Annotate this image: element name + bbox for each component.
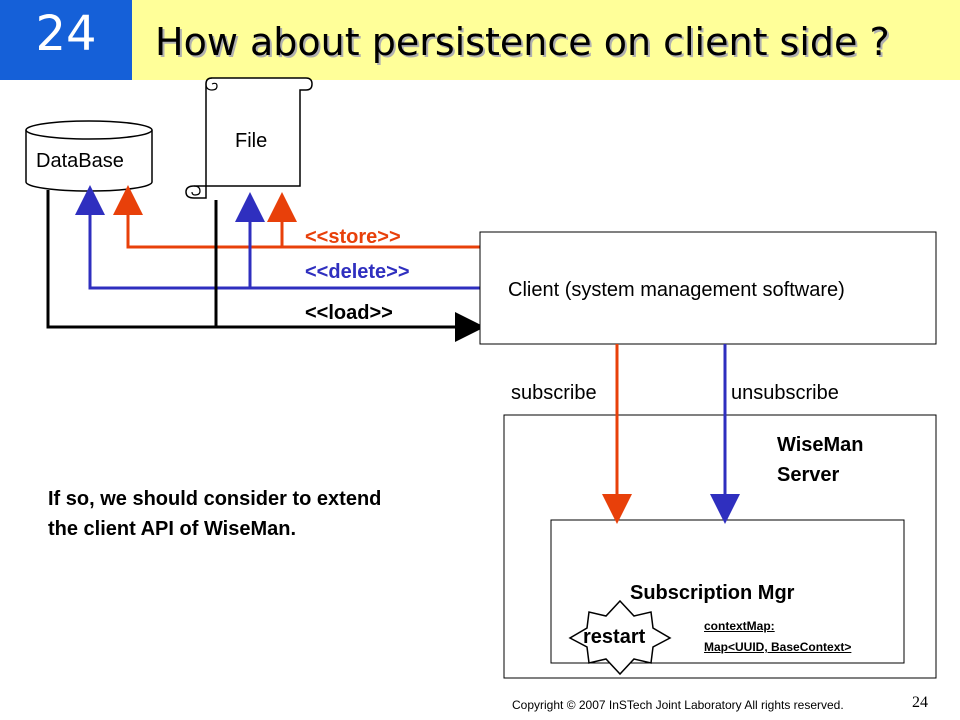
store-label: <<store>> [305,226,401,248]
subscription-mgr-label: Subscription Mgr [630,582,795,604]
note-text: If so, we should consider to extend the … [48,484,381,544]
unsubscribe-label: unsubscribe [731,382,839,404]
client-box [479,231,937,345]
file-scroll [185,77,313,199]
note-line-2: the client API of WiseMan. [48,518,296,540]
delete-label: <<delete>> [305,261,410,283]
client-label: Client (system management software) [508,279,845,301]
note-line-1: If so, we should consider to extend [48,488,382,510]
slide-title: How about persistence on client side ? [155,20,890,64]
title-bar [132,0,960,80]
context-map-type: Map<UUID, BaseContext> [704,640,852,654]
store-arrow [113,185,480,249]
database-cylinder [25,120,153,192]
page-number: 24 [912,694,928,711]
context-map-label: contextMap: [704,619,775,633]
file-label: File [235,130,268,152]
slide-number: 24 [35,6,97,62]
wiseman-server-label: WiseMan Server [777,434,864,486]
slide-number-box [0,0,132,80]
copyright-text: Copyright © 2007 InSTech Joint Laborator… [512,698,844,712]
restart-label: restart [583,626,646,648]
restart-starburst [568,599,672,676]
subscribe-label: subscribe [511,382,597,404]
load-label: <<load>> [305,302,393,324]
database-label: DataBase [36,150,124,172]
delete-arrow [75,185,480,290]
load-arrow [46,190,485,342]
